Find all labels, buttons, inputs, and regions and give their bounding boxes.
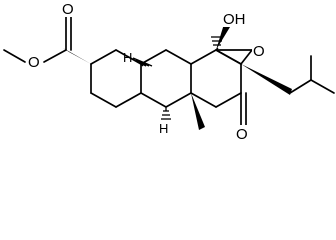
ester-oxygen-label: O xyxy=(28,54,40,71)
ester-carbonyl-oxygen-label: O xyxy=(62,1,74,18)
ketone-oxygen-label: O xyxy=(236,126,248,143)
bond-lines xyxy=(3,15,335,128)
structure-drawing: O O OH O O H H xyxy=(3,1,335,143)
upper-junction-h-label: H xyxy=(123,50,132,65)
stereo-bonds xyxy=(63,24,292,130)
atom-labels: O O OH O O H H xyxy=(26,1,268,143)
lower-junction-h-label: H xyxy=(159,121,168,136)
hashed-bonds xyxy=(132,36,223,120)
epoxide-oxygen-label: O xyxy=(253,43,265,60)
hydroxyl-label: OH xyxy=(223,11,246,28)
